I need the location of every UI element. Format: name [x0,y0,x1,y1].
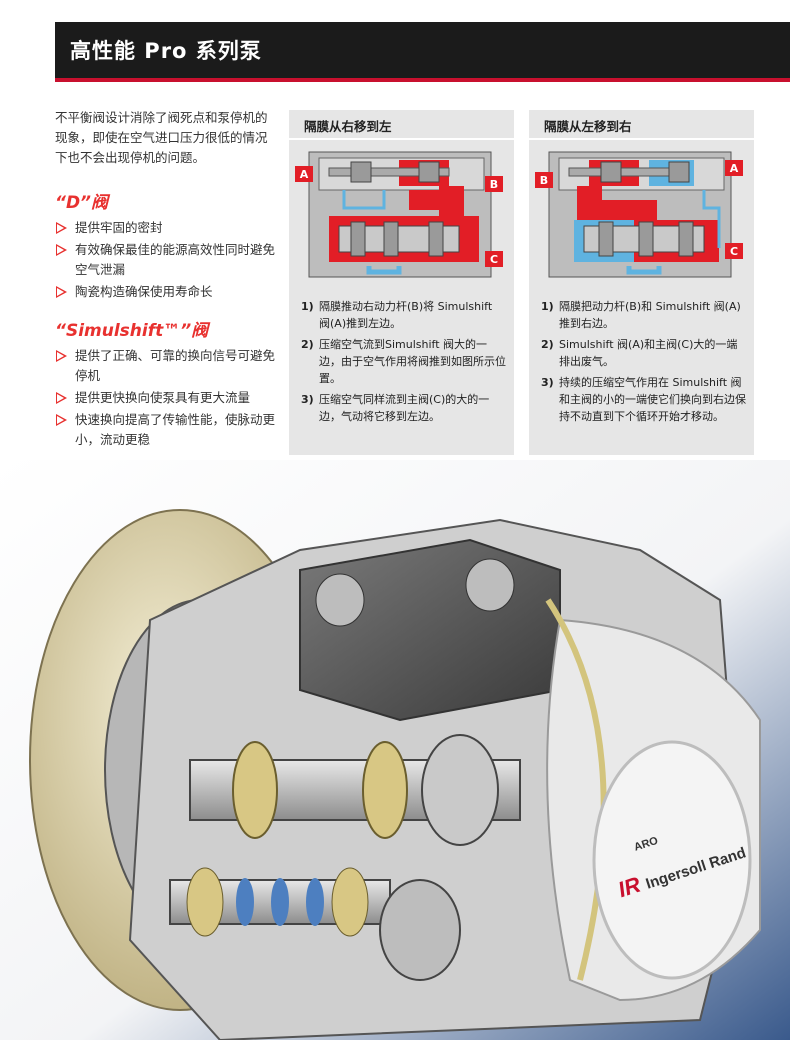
list-item: 3)压缩空气同样流到主阀(C)的大的一边，气动将它移到左边。 [301,393,490,423]
list-item: 有效确保最佳的能源高效性同时避免空气泄漏 [55,240,280,280]
steps-list: 1)隔膜把动力杆(B)和 Simulshift 阀(A)推到右边。 2)Simu… [541,298,746,429]
list-item: 3)持续的压缩空气作用在 Simulshift 阀和主阀的小的一端使它们换向到右… [541,376,746,423]
triangle-bullet-icon [56,244,67,256]
panel-divider [289,138,514,140]
list-item: 快速换向提高了传输性能，使脉动更小，流动更稳 [55,410,280,450]
label-c: C [730,245,738,258]
panel-divider [529,138,754,140]
triangle-bullet-icon [56,414,67,426]
triangle-bullet-icon [56,222,67,234]
triangle-bullet-icon [56,350,67,362]
steps-list: 1)隔膜推动右动力杆(B)将 Simulshift 阀(A)推到左边。 2)压缩… [301,298,506,429]
label-a: A [730,162,739,175]
valve-diagram-right: B A C [529,148,754,283]
d-valve-heading: “D”阀 [55,193,109,213]
label-a-marker [725,160,743,176]
label-a: A [300,168,309,181]
list-item: 陶瓷构造确保使用寿命长 [55,282,280,302]
list-item: 1)隔膜把动力杆(B)和 Simulshift 阀(A)推到右边。 [541,300,741,330]
simulshift-heading: “Simulshift™”阀 [55,321,209,341]
panel-right-to-left: 隔膜从右移到左 A B C 1)隔膜推动右动力杆(B)将 Simulshift … [289,110,514,455]
label-b-marker [535,172,553,188]
list-item: 提供牢固的密封 [55,218,280,238]
list-item: 提供了正确、可靠的换向信号可避免停机 [55,346,280,386]
page-title: 高性能 Pro 系列泵 [70,39,262,63]
panel-title: 隔膜从右移到左 [304,119,392,134]
label-c-marker [725,243,743,259]
simulshift-bullets: 提供了正确、可靠的换向信号可避免停机 提供更快换向使泵具有更大流量 快速换向提高… [55,346,280,452]
list-item: 1)隔膜推动右动力杆(B)将 Simulshift 阀(A)推到左边。 [301,300,493,330]
panel-title: 隔膜从左移到右 [544,119,632,134]
panel-left-to-right: 隔膜从左移到右 B A C 1)隔膜把动力杆(B)和 Simulshift 阀(… [529,110,754,455]
header-divider [55,78,790,82]
label-b: B [490,178,498,191]
list-item: 2)Simulshift 阀(A)和主阀(C)大的一端排出废气。 [541,338,738,368]
list-item: 2)压缩空气流到Simulshift 阀大的一边，由于空气作用将阀推到如图所示位… [301,338,506,385]
logo-plate [592,740,752,980]
triangle-bullet-icon [56,392,67,404]
page-header: 高性能 Pro 系列泵 [55,22,790,78]
valve-diagram-left: A B C [289,148,514,283]
label-b: B [540,174,548,187]
d-valve-bullets: 提供牢固的密封 有效确保最佳的能源高效性同时避免空气泄漏 陶瓷构造确保使用寿命长 [55,218,280,304]
intro-paragraph: 不平衡阀设计消除了阀死点和泵停机的现象，即使在空气进口压力很低的情况下也不会出现… [55,110,268,165]
triangle-bullet-icon [56,286,67,298]
label-c: C [490,253,498,266]
label-c-marker [485,251,503,267]
list-item: 提供更快换向使泵具有更大流量 [55,388,280,408]
pump-cutaway-illustration: ARO IR Ingersoll Rand [0,460,790,1040]
label-a-marker [295,166,313,182]
label-b-marker [485,176,503,192]
